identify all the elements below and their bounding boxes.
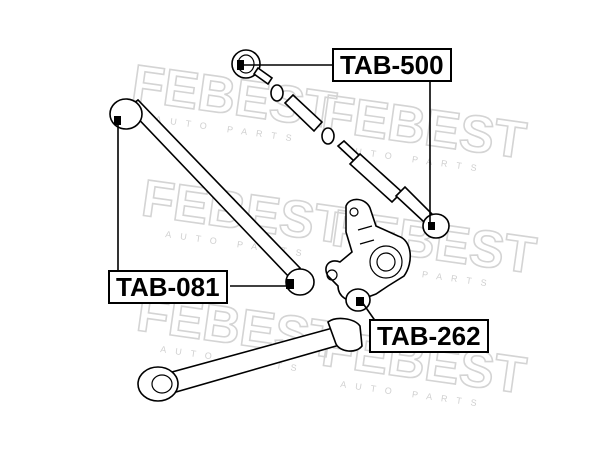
upper-link-nut-1 — [270, 84, 284, 102]
leader-262 — [361, 301, 377, 323]
upper-link-lower-bushing — [422, 213, 450, 239]
label-tab-262: TAB-262 — [369, 319, 489, 353]
bushing-marker-262 — [356, 297, 364, 306]
knuckle-hub — [369, 245, 403, 279]
bushing-marker-500b — [428, 222, 435, 230]
label-tab-081: TAB-081 — [108, 270, 228, 304]
lower-arm-assembly — [137, 317, 363, 402]
upper-link-bolt — [252, 66, 274, 86]
upper-link-top-bushing — [231, 49, 261, 79]
lower-arm-bracket — [327, 317, 363, 352]
label-tab-500: TAB-500 — [332, 48, 452, 82]
upper-link-sleeve-1 — [283, 93, 324, 133]
leader-081-top — [110, 120, 119, 287]
bushing-marker-500 — [237, 60, 244, 70]
upper-link-nut-2 — [321, 127, 335, 145]
bushing-marker-081b — [286, 279, 294, 289]
upper-link-assembly — [231, 49, 450, 239]
watermark-group: FEBEST AUTO PARTS FEBEST AUTO PARTS FEBE… — [128, 54, 541, 410]
lower-arm-bushing — [137, 366, 179, 402]
